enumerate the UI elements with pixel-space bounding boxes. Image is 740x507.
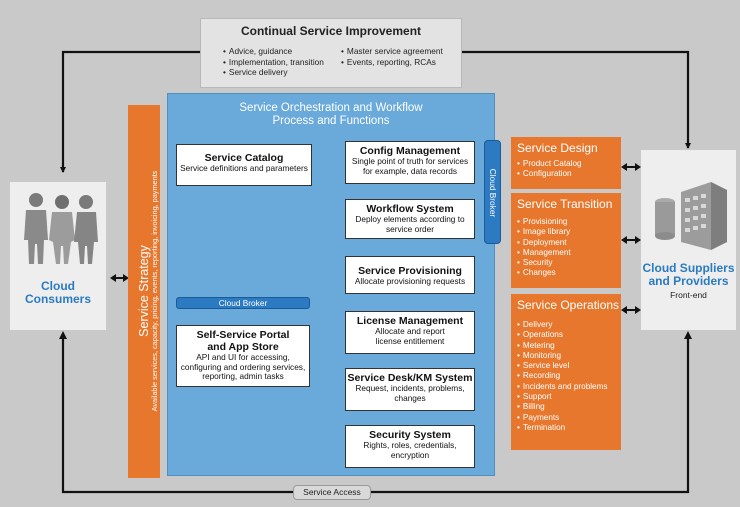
function-desc-line: Allocate and report <box>375 326 445 336</box>
cloud-suppliers-panel: Cloud Suppliers and Providers Front-end <box>641 150 736 330</box>
service-strategy-bar: Service Strategy Available services, cap… <box>128 105 160 478</box>
service-catalog-box: Service Catalog Service definitions and … <box>176 144 312 186</box>
service-transition-box: Service Transition Provisioning Image li… <box>511 193 621 288</box>
service-transition-list: Provisioning Image library Deployment Ma… <box>517 217 571 279</box>
cloud-broker-horizontal: Cloud Broker <box>176 297 310 309</box>
workflow-system-box: Workflow System Deploy elements accordin… <box>345 199 475 239</box>
list-item: Configuration <box>517 169 582 179</box>
function-desc-line: service order <box>386 223 434 234</box>
list-item: Payments <box>517 413 608 423</box>
list-item: Provisioning <box>517 217 571 227</box>
orchestration-title-line2: Process and Functions <box>272 115 390 127</box>
function-title: Security System <box>369 429 451 441</box>
function-desc-line: Request, incidents, problems, <box>355 383 465 393</box>
list-item: Service level <box>517 361 608 371</box>
people-icon <box>24 193 98 264</box>
service-design-title: Service Design <box>517 141 598 155</box>
list-item: Image library <box>517 227 571 237</box>
self-service-desc-line: API and UI for accessing, <box>196 352 290 362</box>
list-item: Product Catalog <box>517 159 582 169</box>
suppliers-line2: and Providers <box>648 274 729 288</box>
list-item: Metering <box>517 341 608 351</box>
function-title: Service Provisioning <box>358 265 462 277</box>
service-operations-box: Service Operations Delivery Operations M… <box>511 294 621 450</box>
function-desc-line: for example, data records <box>362 165 458 176</box>
self-service-portal-box: Self-Service Portal and App Store API an… <box>176 325 310 387</box>
list-item: Delivery <box>517 320 608 330</box>
config-management-box: Config Management Single point of truth … <box>345 141 475 184</box>
list-item: Termination <box>517 423 608 433</box>
function-desc-line: Deploy elements according to <box>355 214 465 224</box>
continual-service-improvement-box: Continual Service Improvement Advice, gu… <box>200 18 462 88</box>
function-desc-line: encryption <box>390 449 430 460</box>
service-transition-title: Service Transition <box>517 197 613 211</box>
self-service-title-line1: Self-Service Portal <box>196 329 290 341</box>
list-item: Service delivery <box>223 67 324 78</box>
orchestration-title: Service Orchestration and Workflow Proce… <box>167 102 495 128</box>
list-item: Billing <box>517 402 608 412</box>
list-item: Security <box>517 258 571 268</box>
function-title: Config Management <box>359 145 461 157</box>
service-design-box: Service Design Product Catalog Configura… <box>511 137 621 189</box>
list-item: Operations <box>517 330 608 340</box>
self-service-title-line2: and App Store <box>207 341 279 353</box>
function-desc-line: Single point of truth for services <box>351 156 469 166</box>
function-title: Workflow System <box>366 203 454 215</box>
service-operations-list: Delivery Operations Metering Monitoring … <box>517 320 608 433</box>
license-management-box: License Management Allocate and report l… <box>345 311 475 354</box>
csi-right-list: Master service agreement Events, reporti… <box>341 46 443 67</box>
list-item: Advice, guidance <box>223 46 324 57</box>
csi-left-list: Advice, guidance Implementation, transit… <box>223 46 324 78</box>
cloud-broker-vertical: Cloud Broker <box>484 140 501 244</box>
suppliers-label: Cloud Suppliers and Providers <box>641 262 736 288</box>
self-service-desc-line: configuring and ordering services, <box>180 361 306 372</box>
function-desc-line: Rights, roles, credentials, <box>363 440 457 450</box>
strategy-subtitle: Available services, capacity, pricing, e… <box>150 170 159 411</box>
list-item: Deployment <box>517 238 571 248</box>
service-access-label: Service Access <box>293 485 371 500</box>
function-title: License Management <box>356 315 464 327</box>
datacenter-icon <box>655 182 727 250</box>
service-catalog-title: Service Catalog <box>204 152 284 164</box>
list-item: Recording <box>517 371 608 381</box>
consumers-label: Cloud Consumers <box>10 280 106 306</box>
service-catalog-desc: Service definitions and parameters <box>180 163 308 173</box>
list-item: Master service agreement <box>341 46 443 57</box>
function-desc-line: Allocate provisioning requests <box>354 276 466 286</box>
suppliers-sub-label: Front-end <box>670 290 707 300</box>
service-provisioning-box: Service Provisioning Allocate provisioni… <box>345 256 475 294</box>
consumers-line1: Cloud <box>41 279 75 293</box>
list-item: Support <box>517 392 608 402</box>
list-item: Monitoring <box>517 351 608 361</box>
csi-title: Continual Service Improvement <box>240 24 422 38</box>
orchestration-title-line1: Service Orchestration and Workflow <box>239 102 423 114</box>
consumers-line2: Consumers <box>24 292 92 306</box>
cloud-broker-vertical-label: Cloud Broker <box>488 169 498 218</box>
service-design-list: Product Catalog Configuration <box>517 159 582 180</box>
list-item: Changes <box>517 268 571 278</box>
self-service-desc-line: reporting, admin tasks <box>202 371 284 382</box>
service-operations-title: Service Operations <box>517 298 620 312</box>
function-desc-line: license entitlement <box>375 335 445 346</box>
cloud-broker-vertical-text: Cloud Broker <box>488 169 498 218</box>
service-desk-km-box: Service Desk/KM System Request, incident… <box>345 368 475 411</box>
cloud-consumers-panel: Cloud Consumers <box>10 182 106 330</box>
list-item: Incidents and problems <box>517 382 608 392</box>
suppliers-line1: Cloud Suppliers <box>642 261 735 275</box>
list-item: Implementation, transition <box>223 57 324 68</box>
list-item: Events, reporting, RCAs <box>341 57 443 68</box>
security-system-box: Security System Rights, roles, credentia… <box>345 425 475 468</box>
function-desc-line: changes <box>394 392 426 403</box>
strategy-title: Service Strategy <box>137 244 151 336</box>
function-title: Service Desk/KM System <box>347 372 473 384</box>
service-strategy-vertical-text: Service Strategy Available services, cap… <box>137 170 159 411</box>
list-item: Management <box>517 248 571 258</box>
